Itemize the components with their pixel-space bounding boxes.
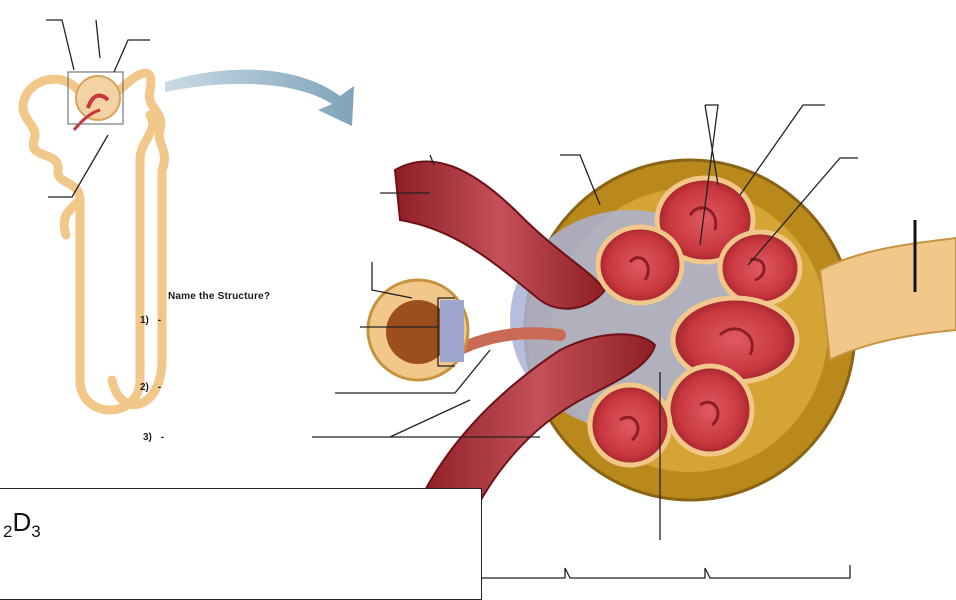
answer-blank: - xyxy=(161,432,164,443)
inset-panel: 2D3 xyxy=(0,488,482,600)
question-item-3: 3) - xyxy=(143,432,164,443)
formula-main: D xyxy=(12,507,31,537)
vitamin-d-formula: 2D3 xyxy=(3,507,41,542)
question-title: Name the Structure? xyxy=(168,291,270,302)
macula-densa xyxy=(440,300,464,362)
answer-blank: - xyxy=(158,315,161,326)
proximal-tubule xyxy=(820,238,956,360)
renal-corpuscle xyxy=(368,160,956,520)
question-number: 1) xyxy=(140,315,149,326)
question-item-2: 2) - xyxy=(140,382,161,393)
question-number: 2) xyxy=(140,382,149,393)
zoom-arrow xyxy=(165,70,354,126)
answer-blank: - xyxy=(158,382,161,393)
formula-subscript-2: 3 xyxy=(31,522,40,541)
question-number: 3) xyxy=(143,432,152,443)
question-item-1: 1) - xyxy=(140,315,161,326)
glomerulus-sketch xyxy=(74,76,120,130)
proximal-tubule-sketch xyxy=(23,79,153,410)
